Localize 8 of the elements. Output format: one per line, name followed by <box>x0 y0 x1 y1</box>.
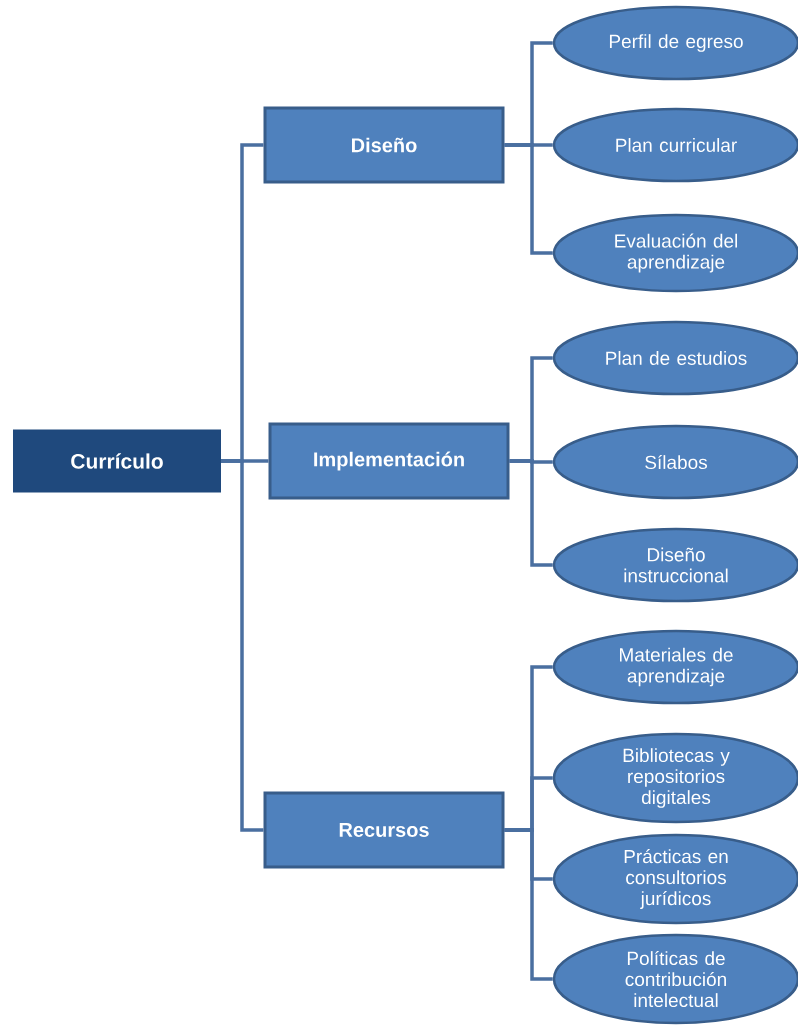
category-box: Recursos <box>263 791 505 869</box>
root-box: Currículo <box>13 429 221 493</box>
connector <box>504 143 553 255</box>
connector <box>509 459 553 567</box>
connector <box>504 828 553 981</box>
connector <box>221 459 264 832</box>
category-box: Diseño <box>263 106 505 184</box>
category-box: Implementación <box>268 422 510 500</box>
